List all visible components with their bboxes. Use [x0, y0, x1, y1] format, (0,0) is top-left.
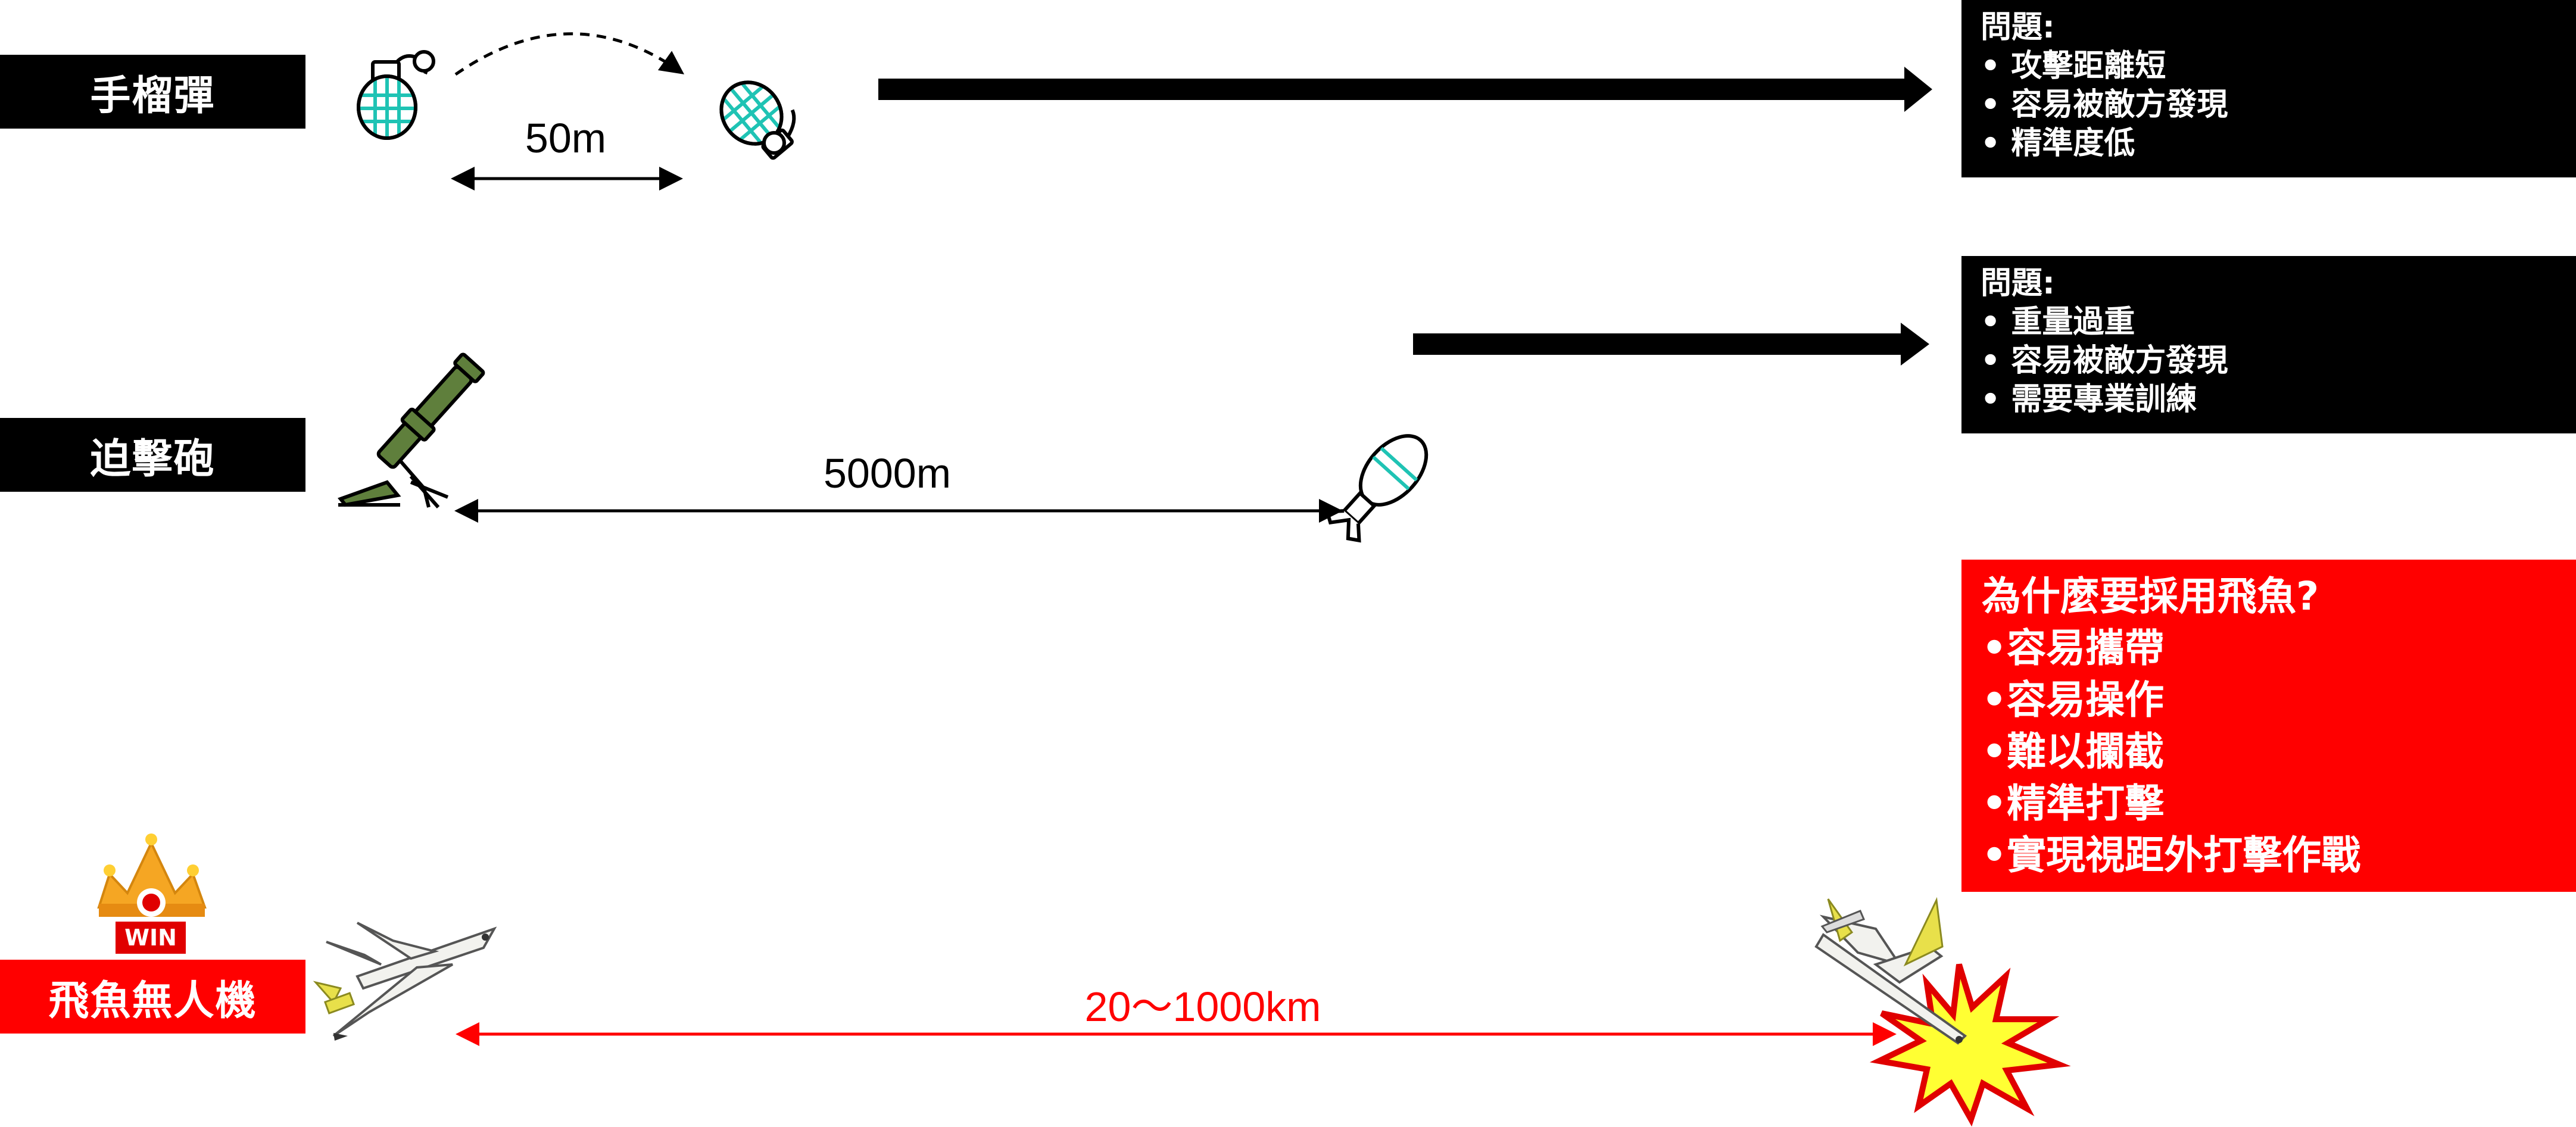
mortar-label: 迫擊砲	[0, 418, 305, 492]
explosion-icon	[1869, 963, 2071, 1127]
panel-item: •難以攔截	[1982, 729, 2165, 775]
drone-icon	[313, 922, 497, 1041]
throw-arc	[454, 32, 685, 76]
panel-item: • 容易被敵方發現	[1981, 87, 2228, 123]
panel-item: •精準打擊	[1982, 781, 2165, 826]
drone-advantages-panel: 為什麼要採用飛魚? •容易攜帶 •容易操作 •難以攔截 •精準打擊 •實現視距外…	[1961, 560, 2576, 892]
panel-item: • 攻擊距離短	[1981, 48, 2166, 84]
panel-title: 問題:	[1981, 10, 2055, 45]
drone-label: 飛魚無人機	[0, 960, 305, 1034]
grenade-label: 手榴彈	[0, 55, 305, 129]
panel-item: • 容易被敵方發現	[1981, 343, 2228, 379]
grenade-tilted-icon	[719, 80, 796, 160]
panel-item: •實現視距外打擊作戰	[1982, 832, 2361, 878]
mortar-problems-panel: 問題: • 重量過重 • 容易被敵方發現 • 需要專業訓練	[1961, 256, 2576, 433]
grenade-distance: 50m	[525, 115, 607, 161]
grenade-icon	[357, 50, 435, 140]
grenade-problems-panel: 問題: • 攻擊距離短 • 容易被敵方發現 • 精準度低	[1961, 0, 2576, 177]
win-badge-text: WIN	[124, 925, 177, 951]
drone-distance: 20～1000km	[1084, 984, 1321, 1030]
crown-icon	[97, 833, 207, 954]
panel-item: •容易攜帶	[1982, 625, 2165, 671]
mortar-shell-icon	[1325, 434, 1429, 543]
drone-impact-icon	[1814, 897, 1967, 1045]
mortar-icon	[338, 352, 485, 508]
panel-item: • 需要專業訓練	[1981, 382, 2197, 417]
panel-title: 為什麼要採用飛魚?	[1982, 573, 2319, 619]
panel-title: 問題:	[1981, 266, 2055, 301]
panel-item: • 精準度低	[1981, 126, 2135, 161]
panel-item: •容易操作	[1982, 677, 2165, 723]
panel-item: • 重量過重	[1981, 304, 2135, 340]
mortar-distance: 5000m	[823, 450, 952, 497]
